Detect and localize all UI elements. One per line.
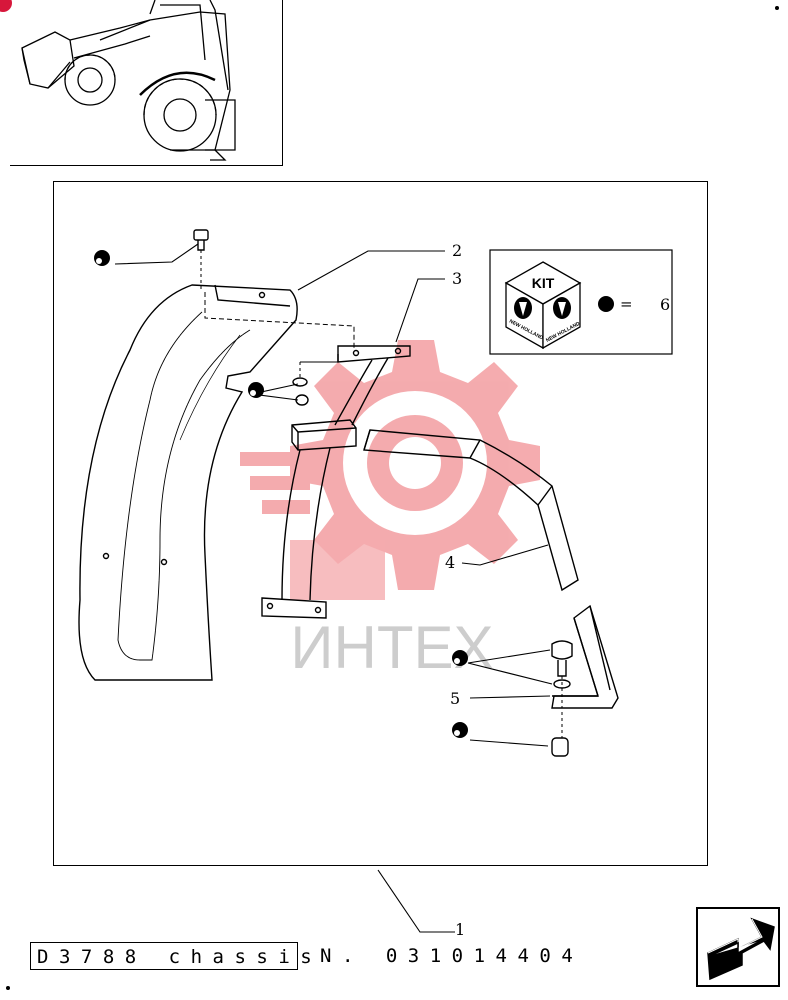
- chassis-label: D3788 chassis: [30, 942, 312, 970]
- kit-marker-icon: [248, 382, 264, 398]
- watermark-text: ИНТЕХ: [290, 614, 493, 681]
- callout-6: 6: [660, 295, 670, 314]
- backhoe-loader-illustration: [21, 0, 236, 161]
- machine-thumbnail: [0, 0, 283, 168]
- kit-marker-icon: [94, 250, 110, 266]
- leader-lines: [114, 243, 553, 933]
- next-page-arrow-icon: [707, 917, 775, 981]
- corner-tick-top-right: [775, 6, 779, 10]
- kit-legend-box: KIT NEW HOLLAND NEW HOLLAND = 6: [489, 249, 673, 355]
- kit-label: KIT: [532, 275, 555, 291]
- callout-4: 4: [445, 553, 455, 572]
- bolt-top: [193, 229, 209, 292]
- washer-1: [292, 377, 308, 387]
- watermark-gear: [240, 340, 540, 600]
- fender-part-2: [78, 284, 355, 681]
- kit-marker-icon: [452, 650, 468, 666]
- kit-marker-icon: [452, 722, 468, 738]
- bolt-bottom: [551, 640, 573, 757]
- bracket-part-3: [261, 345, 411, 619]
- callout-1: 1: [455, 920, 465, 939]
- corner-tick-bottom-left: [6, 986, 10, 990]
- l-bracket-part-5: [551, 604, 619, 709]
- callout-3: 3: [452, 269, 462, 288]
- serial-number: N. 031014404: [320, 945, 584, 967]
- corner-marker-icon: [0, 0, 12, 12]
- legend-equals: =: [620, 295, 633, 313]
- support-arm-part-4: [363, 429, 579, 592]
- callout-5: 5: [450, 689, 460, 708]
- diagram-frame: [53, 181, 708, 866]
- thumbnail-frame: [10, 0, 283, 166]
- next-page-button[interactable]: [696, 907, 780, 987]
- callout-2: 2: [452, 241, 462, 260]
- kit-marker-icon: [598, 296, 614, 312]
